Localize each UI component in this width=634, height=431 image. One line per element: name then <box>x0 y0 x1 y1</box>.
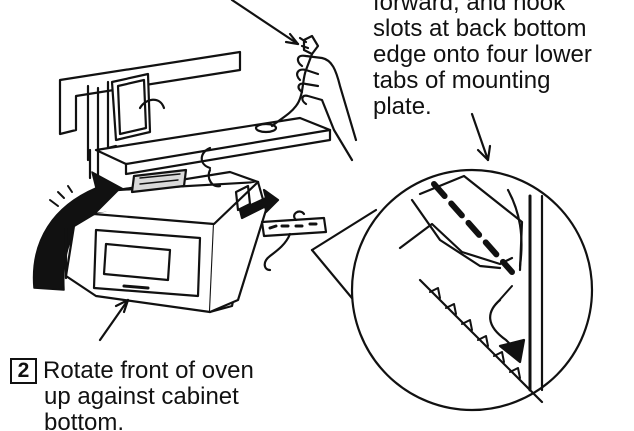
step-number-badge: 2 <box>10 358 37 384</box>
step-text: Rotate front of oven <box>43 357 254 384</box>
detail-hook-slots <box>398 174 544 404</box>
wall-cabinet <box>58 50 332 180</box>
leader-arrows <box>98 112 492 342</box>
step-line: bottom. <box>44 409 125 431</box>
callout-line: slots at back bottom <box>373 15 587 42</box>
hand-holding-plug-icon <box>230 0 358 162</box>
mounting-plate-strip <box>260 210 328 272</box>
callout-line: edge onto four lower <box>373 41 592 68</box>
step-line: up against cabinet <box>44 383 239 410</box>
hook-instruction-callout: forward, and hook slots at back bottom e… <box>373 0 592 120</box>
callout-line: tabs of mounting <box>373 67 551 94</box>
detail-magnifier <box>310 168 594 412</box>
side-arrow-icon <box>238 188 280 220</box>
callout-line: plate. <box>373 93 432 120</box>
callout-line: forward, and hook <box>373 0 566 16</box>
microwave-oven <box>64 168 268 314</box>
